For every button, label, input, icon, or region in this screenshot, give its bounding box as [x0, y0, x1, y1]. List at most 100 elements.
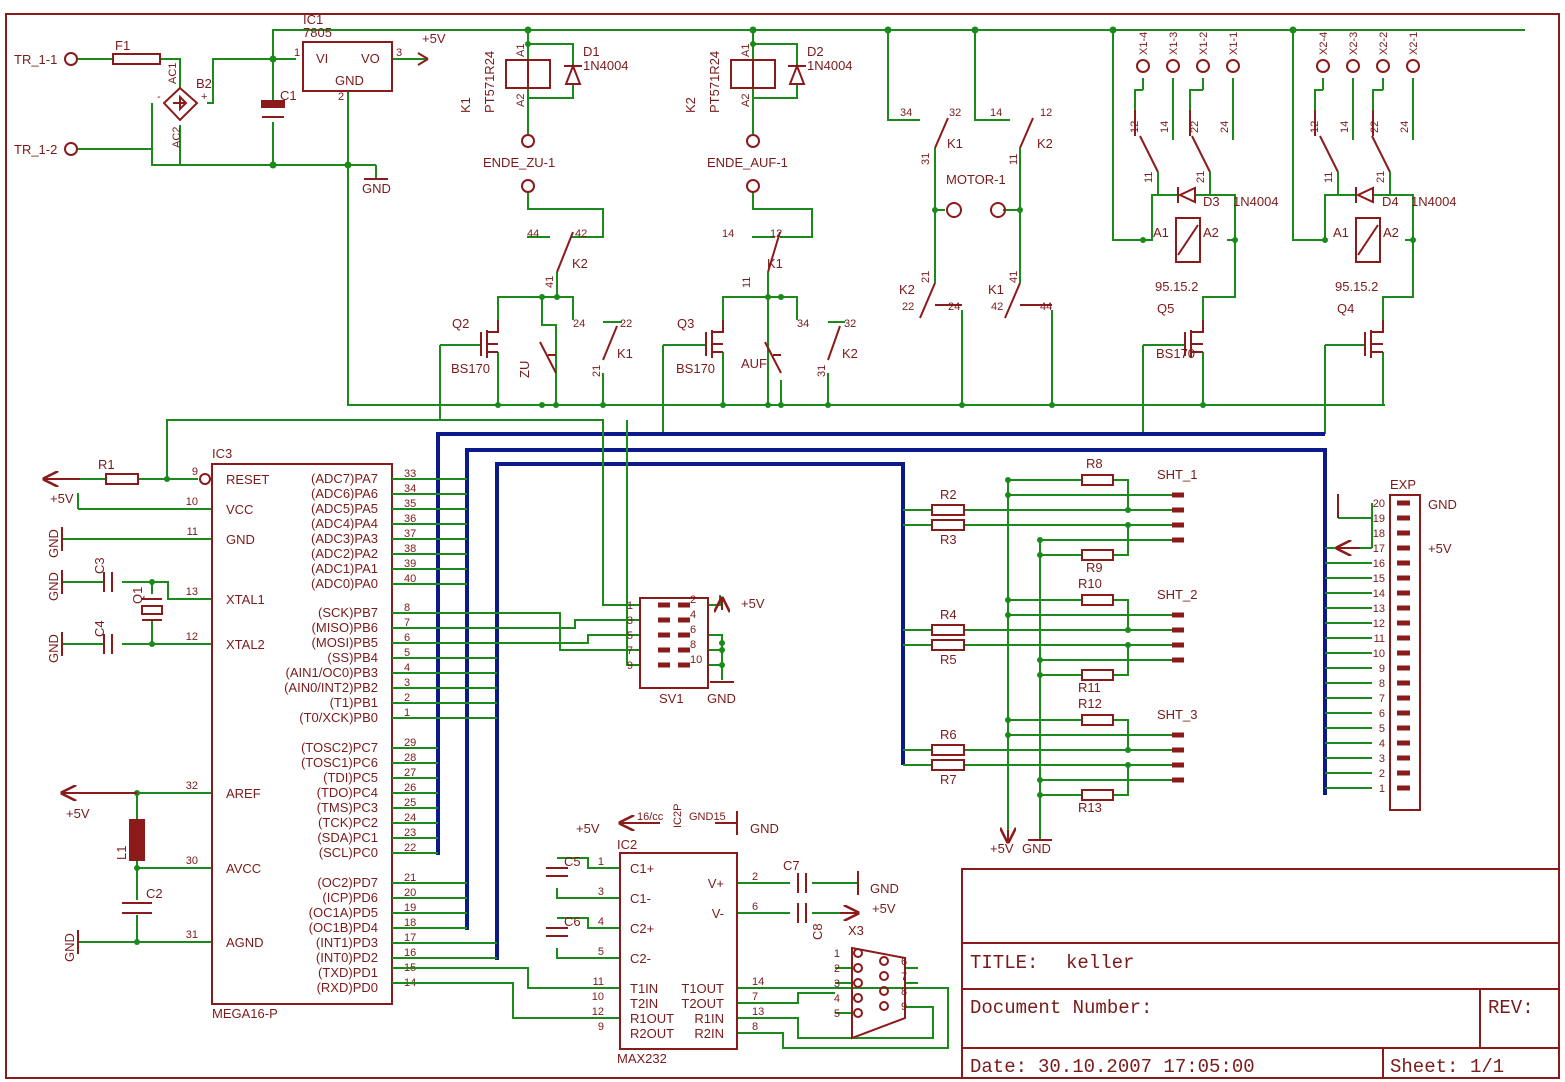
bridge-rectifier-icon — [162, 86, 199, 122]
x3-pin-1-number: 1 — [834, 948, 840, 960]
d2-diode-icon — [788, 63, 806, 85]
x1-c24-label: 24 — [1219, 121, 1231, 133]
q5-relay-a2-label: A2 — [1203, 225, 1219, 240]
tr1-label: TR_1-1 — [14, 52, 57, 67]
ic3-pin-9-number: 9 — [192, 466, 198, 478]
ic2p-pin16-label: 16/cc — [637, 811, 664, 823]
ic3-pin-28-name: (TOSC1)PC6 — [301, 755, 378, 770]
sv1-pin-9: 9 — [627, 660, 633, 672]
ic3-pin-3-number: 3 — [404, 677, 410, 689]
x1-contact-2-icon — [1189, 110, 1211, 173]
ic3-pin-8-name: (SCK)PB7 — [318, 605, 378, 620]
x3-pin-8-icon — [879, 986, 889, 996]
k2-a1-label: A1 — [740, 44, 752, 57]
ic3-pin-5-name: (SS)PB4 — [327, 650, 378, 665]
ic1-pin1: 1 — [294, 47, 300, 59]
x3-pin-3-icon — [853, 978, 863, 988]
bridge-minus-label: - — [157, 91, 161, 103]
k1-a2-label: A2 — [515, 94, 527, 107]
bridge-plus-label: + — [201, 91, 207, 103]
ic1-pin2: 2 — [338, 91, 344, 103]
x2-3-terminal-icon — [1346, 59, 1360, 73]
motor-c11-label: 11 — [1008, 154, 1020, 165]
c1-label: C1 — [280, 88, 297, 103]
x1-1-label: X1-1 — [1228, 32, 1240, 55]
ic3-pin-30-number: 30 — [186, 855, 198, 867]
q2-label: Q2 — [452, 316, 469, 331]
x3-pin-4-number: 4 — [834, 993, 840, 1005]
ic3-pin-12-name: XTAL2 — [226, 637, 265, 652]
ic3-pin-10-name: VCC — [226, 502, 253, 517]
ic3-pin-17-number: 17 — [404, 932, 416, 944]
ic2-pin-1-name: C1+ — [630, 861, 654, 876]
k1-label: K1 — [458, 97, 473, 113]
q4-relay-coil-icon — [1355, 217, 1381, 263]
ic2-pin-3-name: C1- — [630, 891, 651, 906]
auf-button-icon — [764, 341, 782, 374]
zu-button-icon — [539, 341, 557, 374]
motor-c22-label: 22 — [902, 301, 914, 313]
sht-1-pullup-resistor-icon — [1081, 474, 1114, 486]
ic3-pin-23-number: 23 — [404, 827, 416, 839]
ic2-pin-2-number: 2 — [752, 871, 758, 883]
ende-auf-label: ENDE_AUF-1 — [707, 155, 788, 170]
x1-contact-1-icon — [1134, 110, 1159, 173]
ic2-pin-11-number: 11 — [593, 976, 604, 988]
x2-3-label: X2-3 — [1348, 32, 1360, 55]
ic2-pin-5-number: 5 — [598, 946, 604, 958]
x1-1-terminal-icon — [1226, 59, 1240, 73]
ic2-pin-2-name: V+ — [708, 876, 724, 891]
motor-k2-contact-icon — [1019, 117, 1034, 149]
x3-pin-7-icon — [879, 971, 889, 981]
ic3-mcu-body — [211, 463, 393, 1005]
gnd-sht-label: GND — [1022, 841, 1051, 856]
ic3-pin-37-number: 37 — [404, 528, 416, 540]
sht-3-series-resistor-b-icon — [931, 759, 965, 771]
ic3-pin-29-name: (TOSC2)PC7 — [301, 740, 378, 755]
exp-pin-9-number: 9 — [1379, 663, 1385, 675]
k1-a1-label: A1 — [515, 44, 527, 57]
ic3-pin-21-name: (OC2)PD7 — [317, 875, 378, 890]
tr2-terminal-icon — [64, 142, 78, 156]
ic2-pin-13-name: R1IN — [694, 1011, 724, 1026]
ic3-pin-24-name: (TCK)PC2 — [318, 815, 378, 830]
sht-1-series-resistor-b-icon — [931, 519, 965, 531]
exp-pin-7-number: 7 — [1379, 693, 1385, 705]
x2-contact-2-icon — [1371, 110, 1391, 173]
x2-c21-label: 21 — [1375, 171, 1387, 183]
sv1-pin-7: 7 — [627, 645, 633, 657]
ic3-pin-1-number: 1 — [404, 707, 410, 719]
k2-type-label: PT571R24 — [707, 51, 722, 113]
ic2-type-label: MAX232 — [617, 1051, 667, 1066]
exp-pin-1-number: 1 — [1379, 783, 1385, 795]
c2-label: C2 — [146, 886, 163, 901]
k1-c14-label: 14 — [722, 228, 734, 240]
mcu-labels: IC3 MEGA16-P R1 +5V GND GND GND C3 C4 Q1… — [46, 446, 278, 1021]
q5-type-label: BS170 — [1156, 346, 1195, 361]
ic3-pin-38-number: 38 — [404, 543, 416, 555]
q3-mosfet-icon — [705, 320, 724, 358]
sv1-pin-10: 10 — [690, 654, 702, 666]
k2-auf-contact-label: K2 — [842, 346, 858, 361]
x1-2-label: X1-2 — [1198, 32, 1210, 55]
exp-pin-11-number: 11 — [1374, 633, 1385, 645]
k2-a2-label: A2 — [740, 94, 752, 107]
ic3-pin-35-name: (ADC5)PA5 — [311, 501, 378, 516]
sht-sensors-section — [903, 474, 1184, 842]
d1-diode-icon — [564, 63, 582, 85]
p5v-aref-label: +5V — [66, 806, 90, 821]
exp-p5v-label: +5V — [1428, 541, 1452, 556]
x3-db9-connector-icon — [851, 946, 906, 1040]
relay-contacts-section — [439, 26, 1055, 606]
d4-type-label: 1N4004 — [1411, 194, 1457, 209]
r1-label: R1 — [98, 457, 115, 472]
x1-c22-label: 22 — [1189, 121, 1201, 133]
x1-4-label: X1-4 — [1138, 32, 1150, 55]
ic3-pin-2-name: (T1)PB1 — [330, 695, 378, 710]
p5v-sv1-label: +5V — [741, 596, 765, 611]
exp-pin-3-number: 3 — [1379, 753, 1385, 765]
motor-k1-contact-icon — [934, 117, 949, 149]
ic2-pin-7-number: 7 — [752, 991, 758, 1003]
motor-c12-label: 12 — [1040, 107, 1052, 119]
ende-zu-upper-terminal-icon — [521, 134, 535, 148]
